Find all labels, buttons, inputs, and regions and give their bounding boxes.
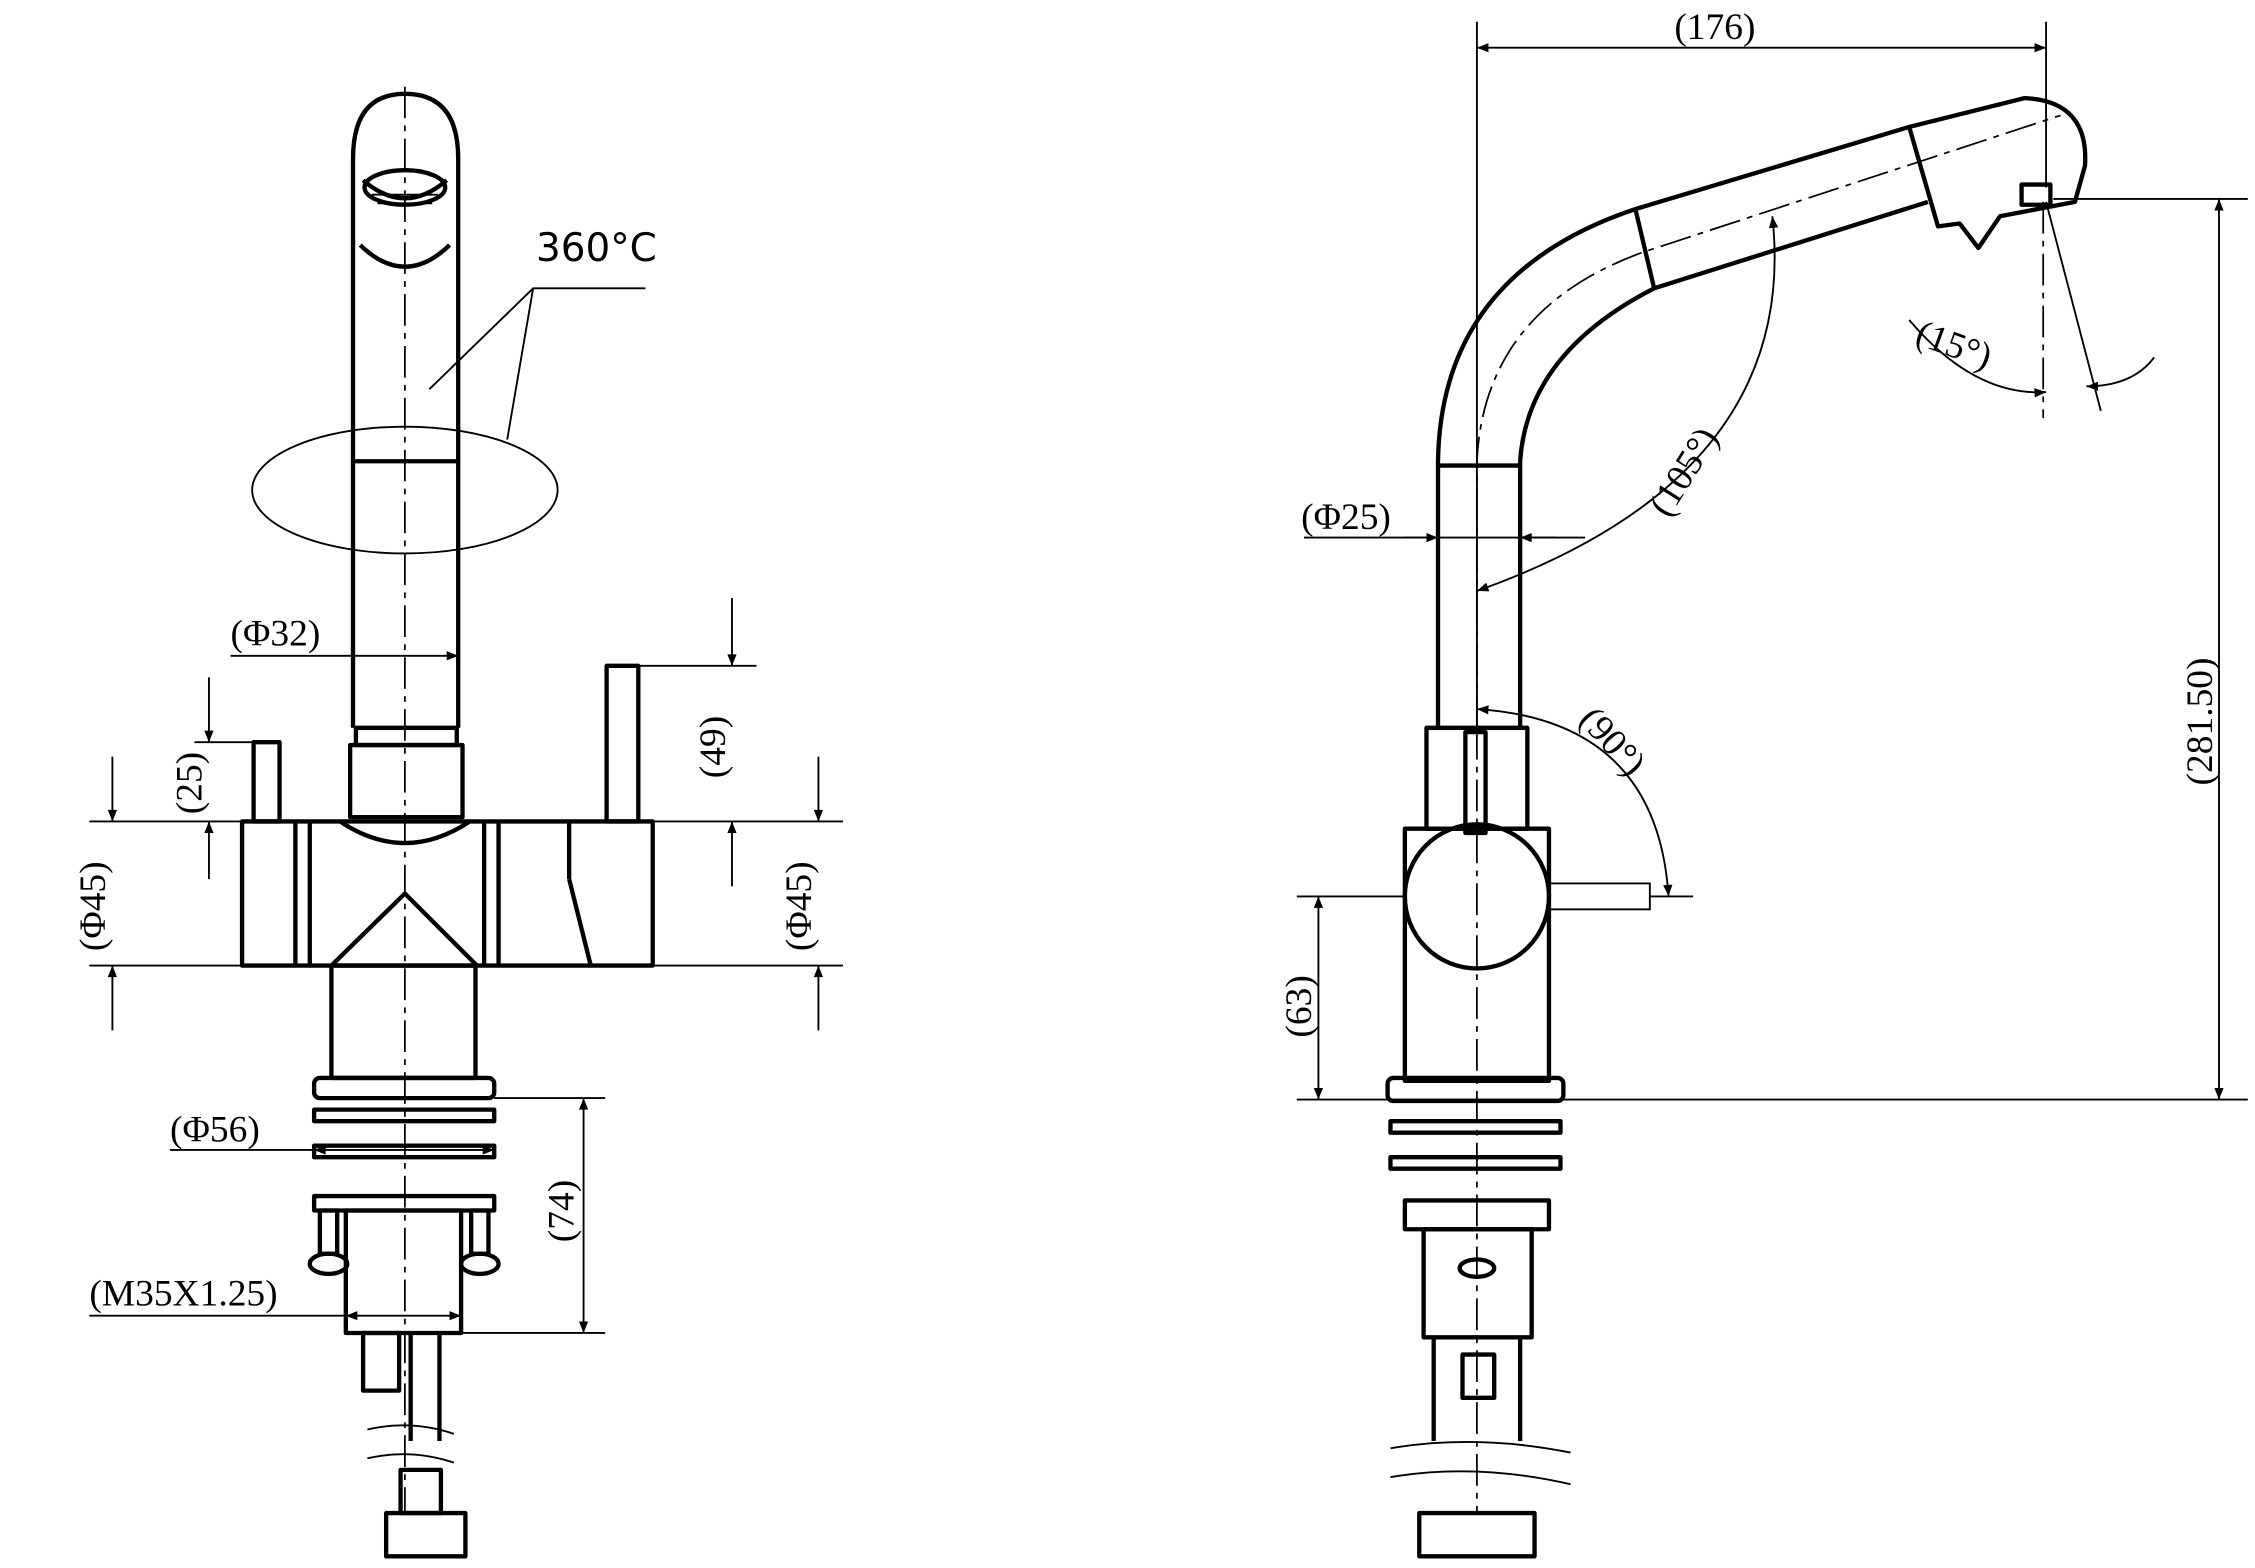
shank-length-label: (74) bbox=[541, 1180, 582, 1242]
aerator-angle-label: (15°) bbox=[1910, 313, 1997, 378]
total-height-label: (281.50) bbox=[2180, 657, 2221, 785]
lever-angle-label: (90°) bbox=[1571, 699, 1653, 784]
left-body-diameter-label: (Φ45) bbox=[73, 861, 114, 951]
right-body-diameter-label: (Φ45) bbox=[779, 861, 820, 951]
rotation-label: 360°C bbox=[536, 226, 657, 271]
front-view: 360°C (Φ32) (25) (Φ45) (49) (Φ45) (Φ56) bbox=[73, 86, 843, 1559]
front-dimensions: 360°C (Φ32) (25) (Φ45) (49) (Φ45) (Φ56) bbox=[73, 226, 843, 1334]
reach-label: (176) bbox=[1674, 7, 1755, 48]
spout-side bbox=[1435, 95, 2088, 728]
left-lever-height-label: (25) bbox=[170, 752, 211, 814]
tube-diameter-label: (Φ25) bbox=[1301, 497, 1391, 538]
base-diameter-label: (Φ56) bbox=[170, 1109, 260, 1150]
body-height-label: (63) bbox=[1279, 975, 1320, 1037]
spout-diameter-label: (Φ32) bbox=[231, 614, 321, 655]
base-front bbox=[307, 1075, 501, 1559]
spout-front bbox=[347, 91, 465, 820]
right-lever-height-label: (49) bbox=[693, 716, 734, 778]
side-view: (176) (15°) (105°) (Φ25) (90°) (63) (281… bbox=[1279, 7, 2248, 1559]
body-side bbox=[1385, 725, 1651, 1559]
thread-label: (M35X1.25) bbox=[89, 1274, 277, 1315]
spout-angle-label: (105°) bbox=[1641, 420, 1727, 523]
body-front bbox=[239, 663, 655, 1081]
